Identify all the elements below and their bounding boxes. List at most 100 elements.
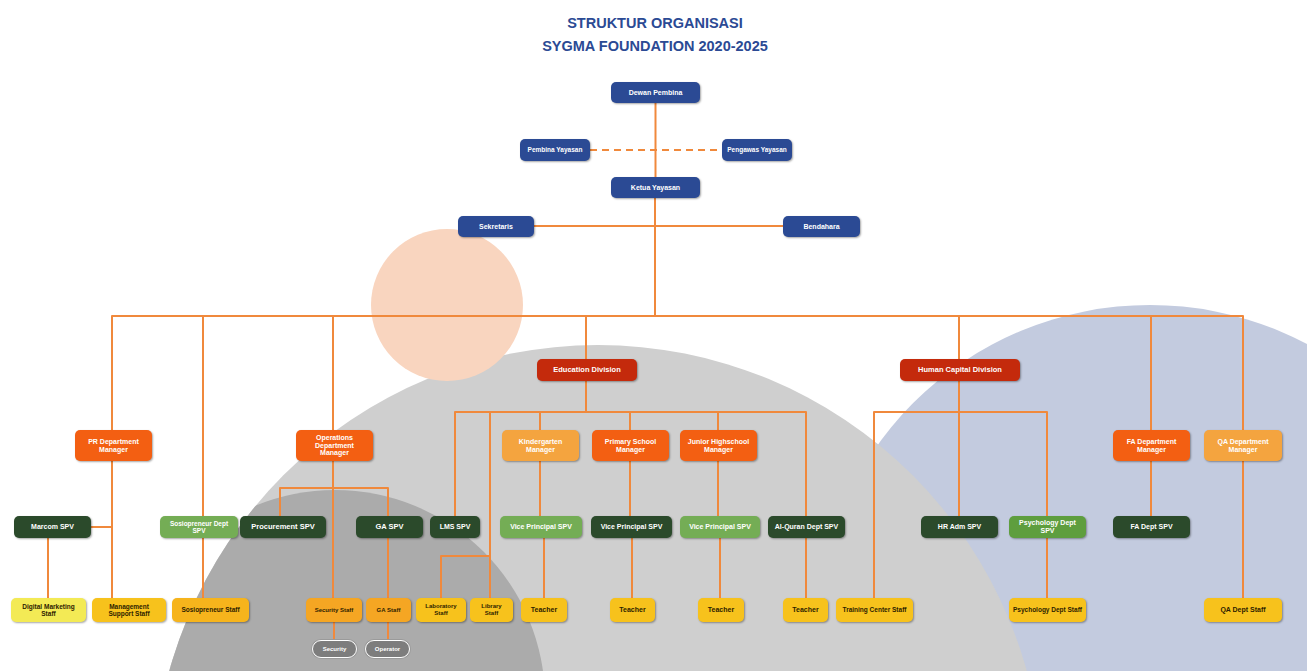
box-label: FA Department Manager [1117, 438, 1186, 454]
connector-line [280, 461, 333, 516]
box-label: Security Staff [315, 607, 354, 614]
org-box: FA Department Manager [1113, 430, 1190, 461]
org-box: LMS SPV [430, 516, 480, 538]
box-label: Bendahara [803, 223, 839, 231]
box-label: Training Center Staff [843, 606, 907, 613]
connector-line [112, 198, 655, 430]
connector-line [202, 538, 204, 598]
box-label: Digital Marketing Staff [15, 603, 82, 618]
box-label: GA Staff [377, 607, 401, 614]
org-box: HR Adm SPV [921, 516, 998, 538]
staff-pill: Security [312, 640, 357, 658]
org-box: Teacher [783, 598, 828, 622]
box-label: Teacher [792, 606, 818, 614]
org-box: Teacher [698, 598, 744, 622]
connector-line [655, 198, 959, 359]
connector-line [203, 198, 655, 516]
org-box: Bendahara [783, 216, 860, 237]
box-label: Procurement SPV [251, 523, 314, 531]
connector-line [586, 198, 655, 359]
box-label: Kindergarten Manager [506, 438, 575, 454]
org-box: Primary School Manager [592, 430, 669, 461]
box-label: Human Capital Division [918, 366, 1002, 374]
org-box: Digital Marketing Staff [11, 598, 86, 622]
connector-line [590, 149, 722, 151]
org-box: Psychology Dept SPV [1009, 516, 1086, 538]
connector-line [586, 381, 630, 430]
connector-line [333, 461, 388, 516]
connector-line [455, 381, 586, 516]
connector-line [387, 622, 389, 640]
org-box: Dewan Pembina [611, 82, 700, 103]
connector-line [586, 381, 718, 430]
connector-line [1046, 538, 1048, 598]
org-box: Operations Department Manager [296, 430, 373, 461]
connector-line [441, 381, 586, 598]
connector-line [586, 381, 806, 516]
box-label: GA SPV [375, 523, 403, 531]
org-box: Vice Principal SPV [680, 516, 760, 538]
org-box: Ketua Yayasan [611, 177, 700, 198]
org-box: FA Dept SPV [1113, 516, 1190, 538]
connector-line [539, 461, 541, 516]
org-box: Training Center Staff [836, 598, 913, 622]
box-label: Operator [375, 646, 400, 653]
box-label: Dewan Pembina [629, 89, 683, 97]
org-box: Laboratory Staff [416, 598, 466, 622]
org-box: Human Capital Division [900, 359, 1020, 381]
box-label: QA Department Manager [1208, 438, 1278, 454]
org-box: GA Staff [366, 598, 411, 622]
org-box: Kindergarten Manager [502, 430, 579, 461]
box-label: Sosiopreneur Staff [181, 606, 239, 613]
org-box: Marcom SPV [14, 516, 91, 538]
box-label: Management Support Staff [96, 603, 162, 618]
box-label: Pembina Yayasan [528, 146, 583, 153]
box-label: Vice Principal SPV [601, 523, 663, 531]
connector-line [333, 622, 335, 640]
connector-line [874, 381, 959, 598]
box-label: Vice Principal SPV [510, 523, 572, 531]
org-box: Management Support Staff [92, 598, 166, 622]
box-label: Vice Principal SPV [689, 523, 751, 531]
box-label: Psychology Dept SPV [1013, 519, 1082, 535]
org-box: Teacher [521, 598, 567, 622]
connector-line [959, 381, 1047, 516]
box-label: Operations Department Manager [300, 434, 369, 457]
box-label: Teacher [531, 606, 557, 614]
connector-line [655, 103, 657, 177]
connector-line [629, 461, 631, 516]
background-circle [371, 229, 523, 381]
box-label: Al-Quran Dept SPV [775, 523, 838, 531]
box-label: PR Department Manager [79, 438, 148, 454]
connector-line [111, 461, 113, 598]
connector-line [387, 538, 389, 598]
connector-line [655, 198, 1243, 430]
connector-line [1242, 461, 1244, 598]
connector-line [655, 198, 1151, 430]
org-box: Sosiopreneur Dept SPV [160, 516, 238, 538]
box-label: FA Dept SPV [1130, 523, 1172, 531]
connector-line [1150, 461, 1152, 516]
box-label: Teacher [708, 606, 734, 614]
staff-pill: Operator [365, 640, 410, 658]
org-box: Education Division [537, 359, 637, 381]
org-box: Pembina Yayasan [520, 139, 590, 161]
box-label: Library Staff [474, 603, 509, 616]
connector-line [805, 538, 807, 598]
connector-line [91, 461, 112, 527]
connector-line [543, 538, 545, 598]
connector-line [717, 461, 719, 516]
box-label: Teacher [619, 606, 645, 614]
box-label: QA Dept Staff [1220, 606, 1265, 614]
org-box: Junior Highschool Manager [680, 430, 757, 461]
org-box: Psychology Dept Staff [1009, 598, 1086, 622]
box-label: Pengawas Yayasan [727, 146, 787, 153]
box-label: Sekretaris [479, 223, 513, 231]
box-label: Marcom SPV [31, 523, 74, 531]
org-box: Vice Principal SPV [591, 516, 672, 538]
org-box: Sosiopreneur Staff [172, 598, 249, 622]
background-circle [125, 490, 545, 671]
connector-line [655, 198, 783, 226]
box-label: Security [323, 646, 347, 653]
connector-line [490, 381, 586, 598]
